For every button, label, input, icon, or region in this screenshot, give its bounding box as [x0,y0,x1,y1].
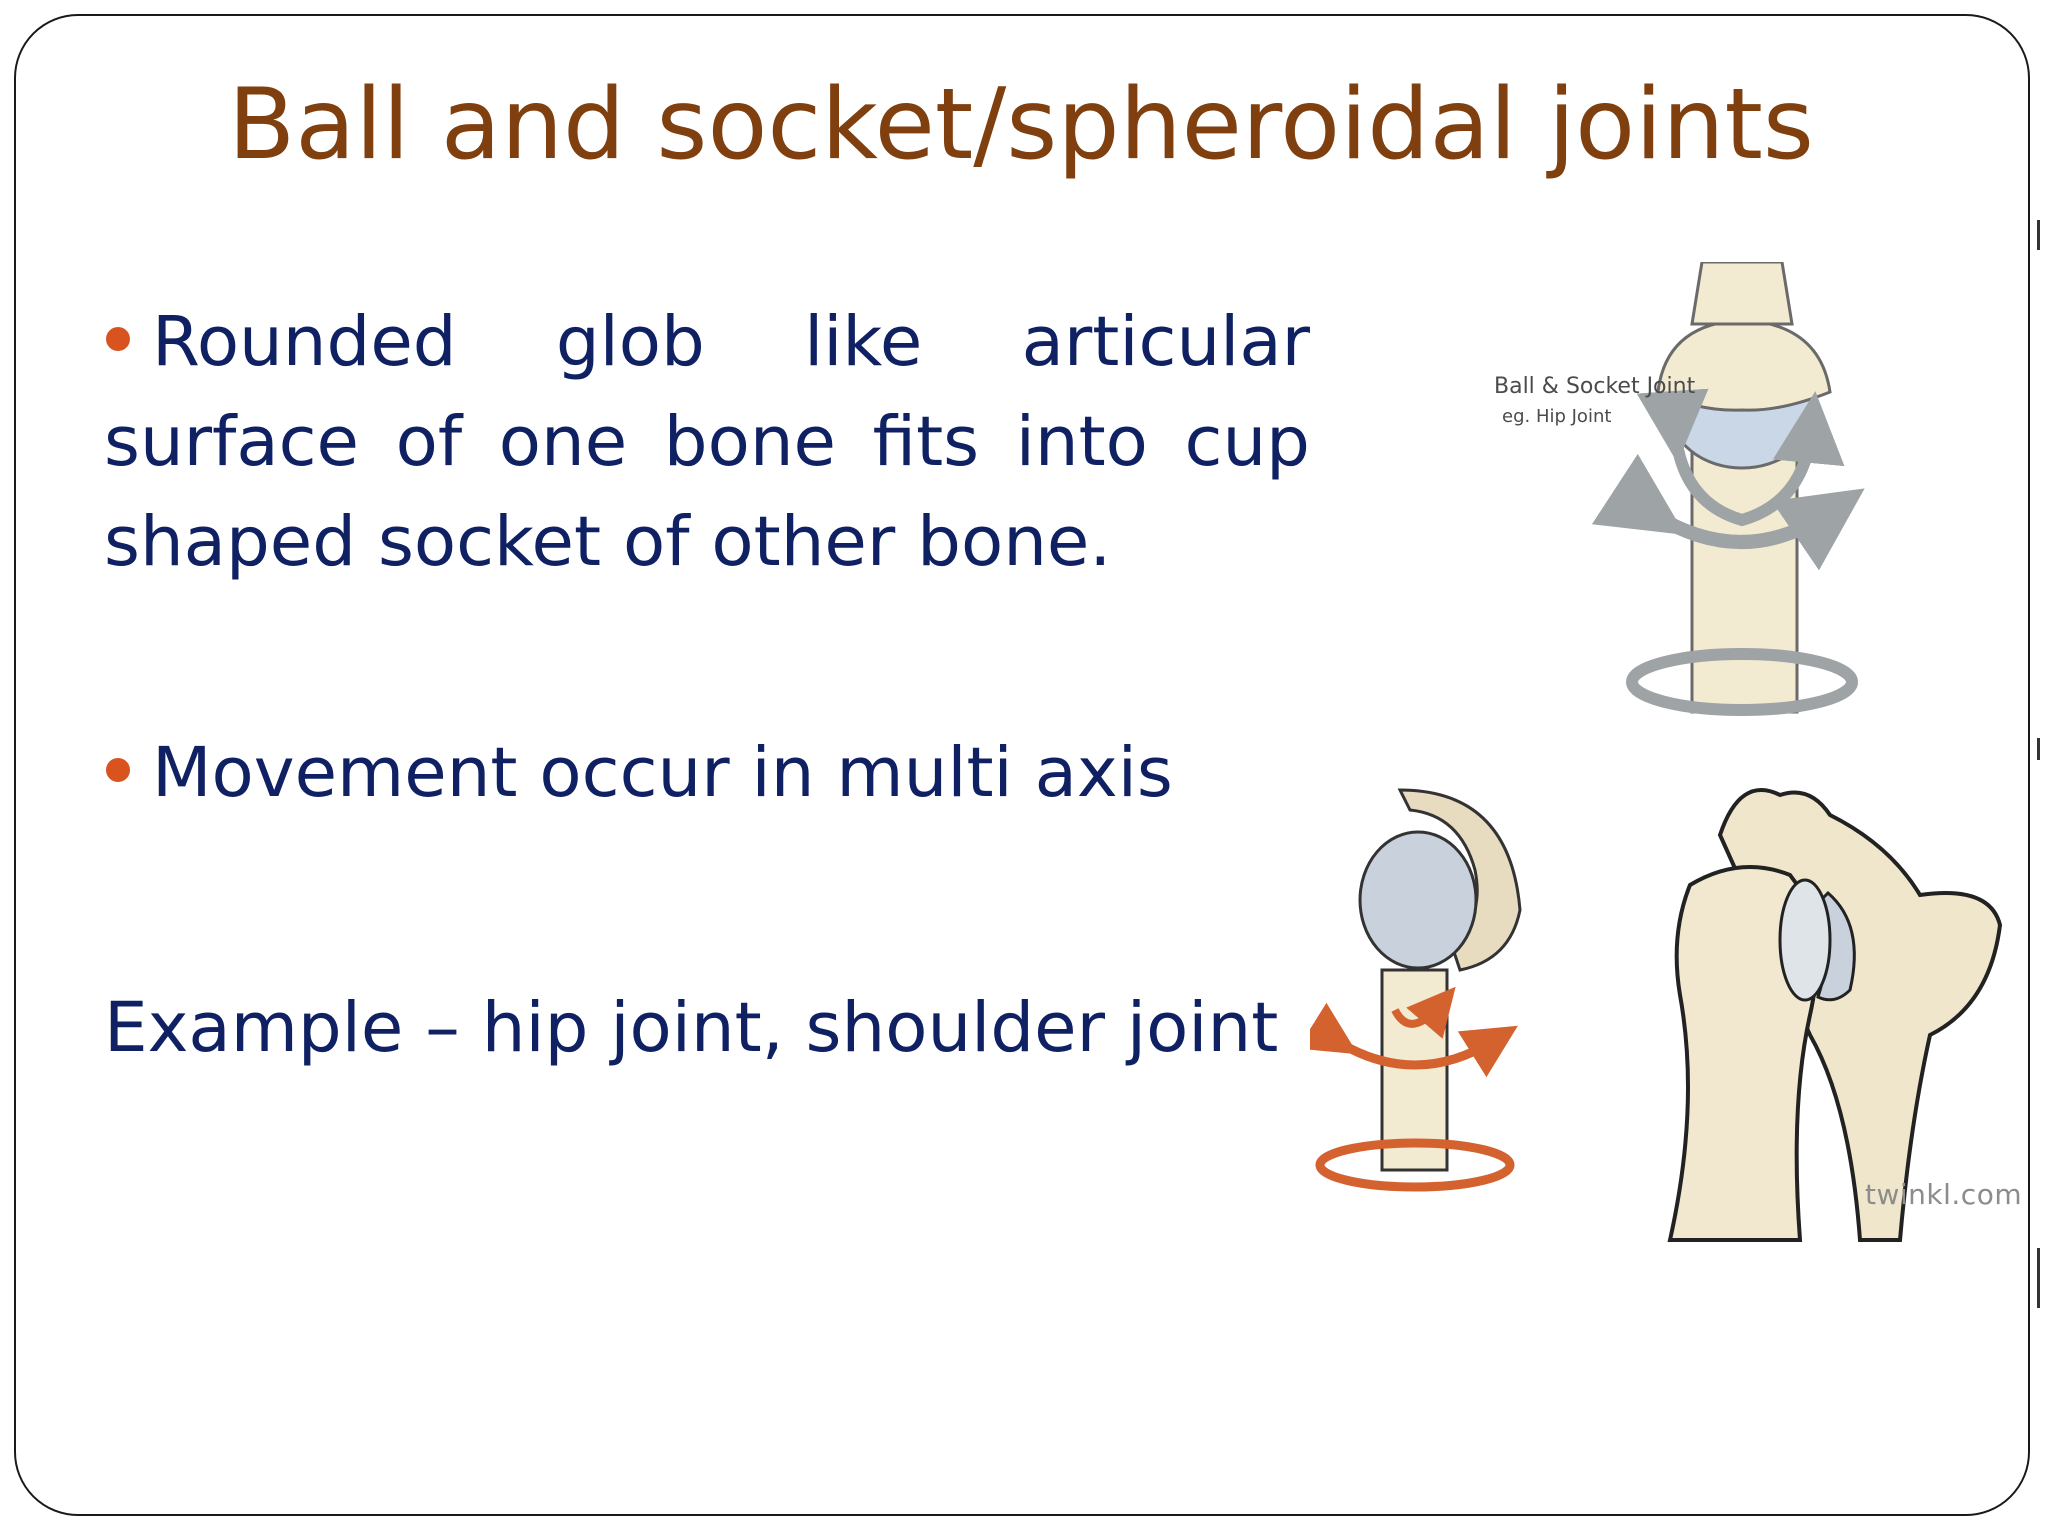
watermark: twinkl.com [1865,1178,2023,1211]
ball-socket-illustration [1591,260,1865,716]
bullet-2: Movement occur in multi axis [104,723,1310,823]
slide-edge-mark [2037,220,2040,250]
ball-socket-orange-figure [1297,770,1550,1230]
figure-caption: Ball & Socket Joint [1494,374,1696,399]
bullet-2-text: Movement occur in multi axis [152,733,1173,813]
ball-socket-orange-illustration [1297,788,1522,1192]
shoulder-joint-illustration [1667,788,2003,1242]
slide-frame [14,14,2030,1516]
figure-subcaption: eg. Hip Joint [1502,406,1612,427]
slide-title: Ball and socket/spheroidal joints [228,68,1814,182]
bullet-1-text: Rounded glob like articular surface of o… [104,302,1310,582]
bullet-1: Rounded glob like articular surface of o… [104,292,1310,592]
shoulder-joint-figure [1660,775,2005,1245]
slide-edge-mark [2037,738,2040,760]
ball-socket-joint-figure: Ball & Socket Joint eg. Hip Joint [1480,260,2020,732]
bullet-icon [106,757,130,782]
bullet-icon [106,326,130,351]
example-text: Example – hip joint, shoulder joint [104,988,1279,1068]
slide-edge-mark [2037,1248,2040,1308]
